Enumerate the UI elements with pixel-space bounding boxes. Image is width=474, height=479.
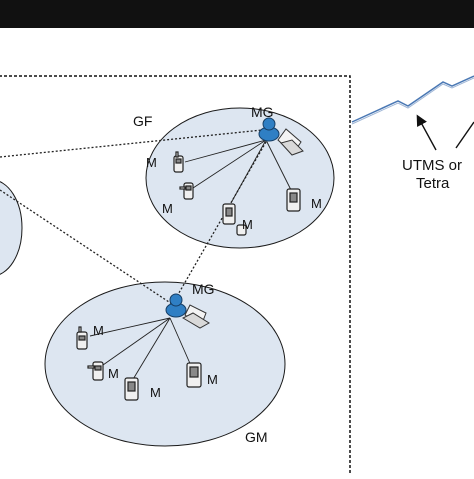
cluster-gf-label: GF <box>133 113 152 129</box>
uplink-arrow-right <box>455 121 474 149</box>
gf-mobile-1-icon <box>173 151 184 173</box>
gm-mobile-2-label: M <box>108 366 119 381</box>
cluster-gm-label: GM <box>245 429 268 445</box>
gf-mobile-4-label: M <box>311 196 322 211</box>
gm-mobile-1-icon <box>76 326 88 350</box>
gf-gateway-label: MG <box>251 104 274 120</box>
gf-mobile-5-icon <box>236 224 247 236</box>
uplink-lightning-shadow <box>351 77 474 125</box>
gf-mobile-2-icon <box>179 182 194 200</box>
gm-gateway-icon <box>165 293 210 329</box>
gf-spokes <box>184 139 292 204</box>
gf-mobile-2-label: M <box>162 201 173 216</box>
gf-mobile-1-label: M <box>146 155 157 170</box>
gm-mobile-4-label: M <box>207 372 218 387</box>
top-frame-bar <box>0 0 474 28</box>
gf-mobile-3-icon <box>222 203 236 225</box>
uplink-label-line1: UTMS or <box>402 157 462 174</box>
gm-mobile-3-icon <box>124 377 139 401</box>
cluster-gm <box>44 281 286 447</box>
dashed-boundary <box>0 75 351 479</box>
gm-spokes <box>89 317 193 382</box>
gm-mobile-4-icon <box>186 362 202 388</box>
gf-mobile-icons <box>173 151 301 236</box>
uplink-lightning-icon <box>351 75 474 123</box>
gm-mobile-3-label: M <box>150 385 161 400</box>
gm-mobile-icons <box>76 326 202 401</box>
gm-mobile-1-label: M <box>93 323 104 338</box>
gf-mobile-3-label: M <box>242 217 253 232</box>
gf-mobile-4-icon <box>286 188 301 212</box>
uplink-arrow-left <box>416 114 437 151</box>
gm-gateway-label: MG <box>192 281 215 297</box>
gm-mobile-2-icon <box>87 361 104 381</box>
left-partial-cluster <box>0 181 23 275</box>
gf-gateway-icon <box>258 117 304 156</box>
uplink-label-line2: Tetra <box>416 175 450 192</box>
